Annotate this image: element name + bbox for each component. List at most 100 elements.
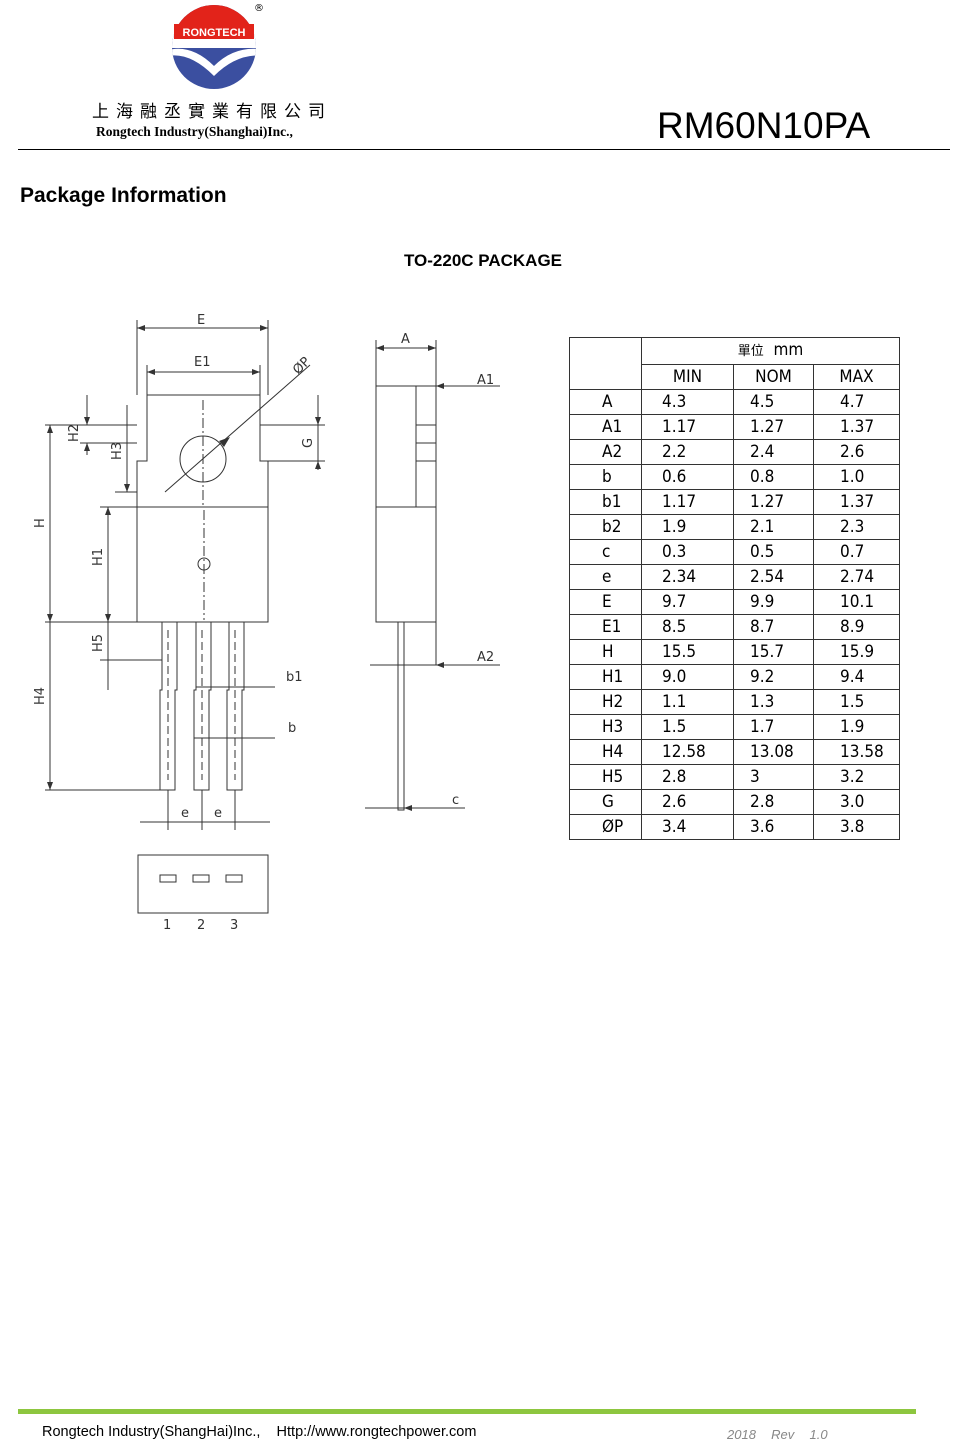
cell-max: 3.0	[813, 789, 900, 815]
cell-min: 12.58	[641, 739, 734, 765]
bottom-view	[137, 854, 269, 914]
cell-min: 1.5	[641, 714, 734, 740]
cell-symbol: b1	[569, 489, 642, 515]
dim-label-H1: H1	[91, 548, 106, 566]
cell-symbol: e	[569, 564, 642, 590]
cell-nom: 3	[733, 764, 814, 790]
cell-max: 8.9	[813, 614, 900, 640]
cell-max: 1.0	[813, 464, 900, 490]
cell-symbol: H	[569, 639, 642, 665]
dim-label-A2: A2	[477, 650, 494, 665]
dim-label-b1: b1	[286, 670, 303, 685]
dim-label-E: E	[197, 313, 205, 328]
cell-min: 2.6	[641, 789, 734, 815]
cell-symbol: c	[569, 539, 642, 565]
cell-symbol: H3	[569, 714, 642, 740]
cell-max: 1.37	[813, 414, 900, 440]
dim-label-phiP: ØP	[290, 354, 313, 377]
cell-min: 1.17	[641, 414, 734, 440]
cell-min: 0.6	[641, 464, 734, 490]
part-number: RM60N10PA	[657, 105, 871, 146]
cell-max: 2.3	[813, 514, 900, 540]
column-header-nom: NOM	[733, 364, 814, 390]
cell-min: 2.2	[641, 439, 734, 465]
cell-min: 9.7	[641, 589, 734, 615]
cell-nom: 0.5	[733, 539, 814, 565]
cell-min: 4.3	[641, 389, 734, 415]
cell-max: 4.7	[813, 389, 900, 415]
cell-max: 1.5	[813, 689, 900, 715]
cell-nom: 9.9	[733, 589, 814, 615]
column-header-min: MIN	[641, 364, 734, 390]
cell-nom: 0.8	[733, 464, 814, 490]
cell-symbol: H4	[569, 739, 642, 765]
cell-symbol: A1	[569, 414, 642, 440]
logo-text: RONGTECH	[183, 27, 246, 39]
body-outline	[136, 506, 269, 623]
header-divider	[18, 149, 950, 150]
cell-symbol: G	[569, 789, 642, 815]
cell-symbol: H1	[569, 664, 642, 690]
cell-nom: 2.4	[733, 439, 814, 465]
cell-min: 1.9	[641, 514, 734, 540]
dim-label-H2: H2	[67, 424, 82, 442]
company-name-english: Rongtech Industry(Shanghai)Inc.,	[96, 124, 293, 139]
cell-symbol: b	[569, 464, 642, 490]
cell-max: 9.4	[813, 664, 900, 690]
table-corner	[569, 337, 642, 390]
cell-symbol: A	[569, 389, 642, 415]
dim-label-H4: H4	[33, 687, 48, 705]
footer-divider	[18, 1409, 916, 1414]
cell-max: 0.7	[813, 539, 900, 565]
cell-symbol: H2	[569, 689, 642, 715]
cell-symbol: E1	[569, 614, 642, 640]
dim-label-c: c	[452, 793, 459, 808]
rongtech-logo: RONGTECH ®	[172, 3, 264, 89]
package-title: TO-220C PACKAGE	[403, 251, 563, 270]
section-title: Package Information	[20, 184, 227, 207]
cell-nom: 2.8	[733, 789, 814, 815]
cell-max: 2.74	[813, 564, 900, 590]
cell-max: 10.1	[813, 589, 900, 615]
cell-nom: 9.2	[733, 664, 814, 690]
cell-symbol: b2	[569, 514, 642, 540]
dim-label-e-2: e	[214, 806, 222, 821]
cell-nom: 2.1	[733, 514, 814, 540]
cell-nom: 1.27	[733, 489, 814, 515]
dim-label-b: b	[288, 721, 296, 736]
dim-label-H5: H5	[91, 634, 106, 652]
cell-nom: 2.54	[733, 564, 814, 590]
cell-max: 1.9	[813, 714, 900, 740]
cell-nom: 1.7	[733, 714, 814, 740]
cell-min: 2.8	[641, 764, 734, 790]
footer-revision: 2018 Rev 1.0	[727, 1427, 828, 1442]
column-header-max: MAX	[813, 364, 900, 390]
cell-nom: 1.27	[733, 414, 814, 440]
cell-min: 1.17	[641, 489, 734, 515]
cell-nom: 8.7	[733, 614, 814, 640]
cell-max: 1.37	[813, 489, 900, 515]
cell-min: 0.3	[641, 539, 734, 565]
cell-symbol: ØP	[569, 814, 642, 840]
cell-min: 8.5	[641, 614, 734, 640]
cell-nom: 4.5	[733, 389, 814, 415]
unit-header: 單位 mm	[641, 337, 900, 365]
footer-company-url: Rongtech Industry(ShangHai)Inc., Http://…	[42, 1424, 477, 1440]
dim-label-A: A	[401, 332, 410, 347]
cell-min: 9.0	[641, 664, 734, 690]
dim-label-E1: E1	[194, 355, 211, 370]
